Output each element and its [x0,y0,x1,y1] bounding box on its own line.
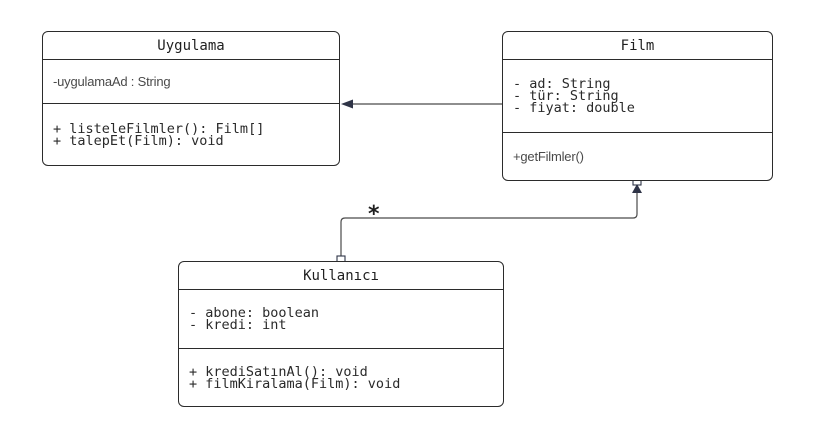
attribute: - tür: String [513,88,619,104]
methods-section: +getFilmler() [503,133,772,180]
attributes-section: - abone: boolean - kredi: int [179,290,503,349]
class-name: Uygulama [43,32,339,60]
attribute: - kredi: int [189,317,287,333]
film-end-arrowhead-icon [632,184,642,193]
methods-section: + krediSatınAl(): void + filmKiralama(Fi… [179,349,503,406]
methods-section: + listeleFilmler(): Film[] + talepEt(Fil… [43,104,339,165]
multiplicity-label: * [368,202,380,227]
attributes-section: - ad: String - tür: String - fiyat: doub… [503,60,772,133]
method: + krediSatınAl(): void [189,363,368,380]
class-kullanici[interactable]: Kullanıcı - abone: boolean - kredi: int … [178,261,504,407]
class-uygulama[interactable]: Uygulama -uygulamaAd : String + listeleF… [42,31,340,166]
association-arrowhead-icon [341,99,353,109]
method: + listeleFilmler(): Film[] [53,120,265,137]
attribute: - fiyat: double [513,100,635,116]
method: + filmKiralama(Film): void [189,375,401,392]
attributes-section: -uygulamaAd : String [43,60,339,104]
kullanici-film-association-line[interactable] [340,193,638,256]
attribute: - ad: String [513,76,611,92]
attribute: -uygulamaAd : String [53,74,171,89]
method: +getFilmler() [513,149,584,164]
class-name: Film [503,32,772,60]
class-name: Kullanıcı [179,262,503,290]
attribute: - abone: boolean [189,305,320,321]
class-film[interactable]: Film - ad: String - tür: String - fiyat:… [502,31,773,181]
method: + talepEt(Film): void [53,132,224,149]
